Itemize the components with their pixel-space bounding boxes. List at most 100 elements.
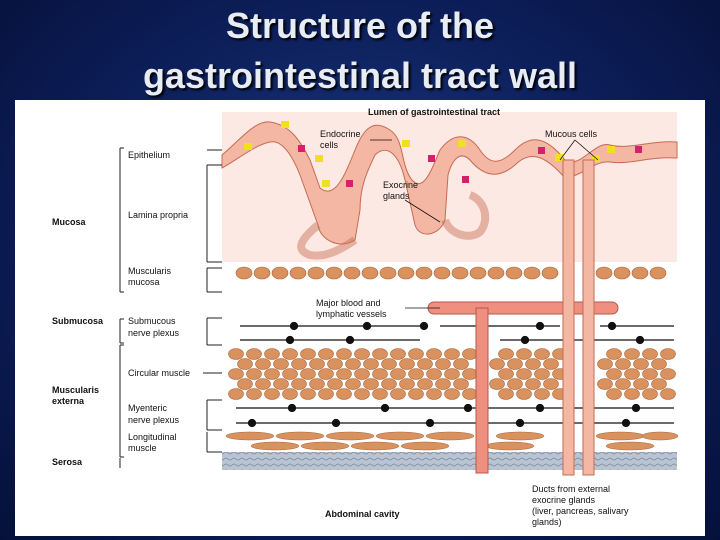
circular-muscle-cell (381, 358, 397, 370)
circular-muscle-cell (408, 348, 424, 360)
circular-muscle-cell (390, 388, 406, 400)
circular-muscle-cell (633, 378, 649, 390)
circular-muscle-cell (426, 388, 442, 400)
circular-muscle-cell (336, 368, 352, 380)
serosa-label: Serosa (52, 457, 83, 467)
circular-muscle-cell (516, 348, 532, 360)
circular-muscle-cell (408, 368, 424, 380)
circular-muscle-cell (426, 348, 442, 360)
lumen-label: Lumen of gastrointestinal tract (368, 107, 500, 117)
circular-muscle-cell (318, 388, 334, 400)
endocrine-cells (298, 145, 642, 187)
circular-muscle-cell (336, 388, 352, 400)
lamina-propria-label: Lamina propria (128, 210, 188, 220)
serosa-layer (222, 452, 677, 470)
circular-muscle-cell (354, 388, 370, 400)
circular-muscle-cell (525, 358, 541, 370)
circular-muscle-cell (300, 348, 316, 360)
circular-muscle-cell (264, 348, 280, 360)
circular-muscle-label: Circular muscle (128, 368, 190, 378)
circular-muscle-cell (444, 388, 460, 400)
circular-muscle-cell (615, 358, 631, 370)
muscularis-mucosa-label-2: mucosa (128, 277, 160, 287)
circular-muscle-cell (399, 358, 415, 370)
circular-muscle-cell (417, 378, 433, 390)
exocrine-gland-right (441, 191, 490, 240)
circular-muscle-cell (363, 358, 379, 370)
circular-muscle-cell (273, 358, 289, 370)
muscularis-mucosa-cells (235, 266, 667, 280)
circular-muscle-cell (246, 368, 262, 380)
myenteric-nerve-plexus (236, 403, 674, 428)
circular-muscle-cell (624, 348, 640, 360)
vessels-label-2: lymphatic vessels (316, 309, 387, 319)
circular-muscle-cell (444, 348, 460, 360)
circular-muscle-cell (642, 368, 658, 380)
circular-muscle-cell (354, 348, 370, 360)
abdominal-cavity-label: Abdominal cavity (325, 509, 400, 519)
ducts-label-3: (liver, pancreas, salivary (532, 506, 629, 516)
endocrine-cells-label-2: cells (320, 140, 339, 150)
circular-muscle-cell (372, 348, 388, 360)
circular-muscle-cell (435, 358, 451, 370)
circular-muscle-cell (255, 358, 271, 370)
circular-muscle-cell (606, 348, 622, 360)
circular-muscle-cell (606, 388, 622, 400)
circular-muscle-cell (264, 388, 280, 400)
circular-muscle-cell (354, 368, 370, 380)
circular-muscle-cell (606, 368, 622, 380)
ducts-label-4: glands) (532, 517, 562, 527)
circular-muscle-cell (642, 348, 658, 360)
circular-muscle-cell (318, 348, 334, 360)
circular-muscle-cell (381, 378, 397, 390)
circular-muscle-cell (453, 358, 469, 370)
circular-muscle-cell (660, 368, 676, 380)
vessels-label-1: Major blood and (316, 298, 381, 308)
longitudinal-muscle-label-1: Longitudinal (128, 432, 177, 442)
circular-muscle-cell (444, 368, 460, 380)
circular-muscle-cell (327, 358, 343, 370)
circular-muscle-layer (228, 348, 676, 400)
exocrine-glands-label-2: glands (383, 191, 410, 201)
circular-muscle-cell (498, 348, 514, 360)
endocrine-cells-label-1: Endocrine (320, 129, 361, 139)
submucous-plexus-label-2: nerve plexus (128, 328, 180, 338)
circular-muscle-cell (282, 368, 298, 380)
circular-muscle-cell (237, 358, 253, 370)
circular-muscle-cell (309, 378, 325, 390)
muscularis-externa-label-1: Muscularis (52, 385, 99, 395)
circular-muscle-cell (507, 358, 523, 370)
circular-muscle-cell (462, 348, 478, 360)
mucous-cells-label: Mucous cells (545, 129, 598, 139)
circular-muscle-cell (525, 378, 541, 390)
circular-muscle-cell (597, 358, 613, 370)
circular-muscle-cell (642, 388, 658, 400)
lamina-propria-region (222, 112, 677, 262)
muscularis-externa-label-2: externa (52, 396, 85, 406)
circular-muscle-cell (597, 378, 613, 390)
circular-muscle-cell (264, 368, 280, 380)
ducts-label-1: Ducts from external (532, 484, 610, 494)
circular-muscle-cell (426, 368, 442, 380)
circular-muscle-cell (228, 388, 244, 400)
muscularis-mucosa-label-1: Muscularis (128, 266, 172, 276)
circular-muscle-cell (336, 348, 352, 360)
exocrine-glands-label-1: Exocrine (383, 180, 418, 190)
myenteric-plexus-label-1: Myenteric (128, 403, 168, 413)
slide-title-line-1: Structure of the (225, 5, 494, 46)
circular-muscle-cell (435, 378, 451, 390)
circular-muscle-cell (624, 368, 640, 380)
circular-muscle-cell (660, 348, 676, 360)
circular-muscle-cell (615, 378, 631, 390)
longitudinal-muscle-label-2: muscle (128, 443, 157, 453)
circular-muscle-cell (624, 388, 640, 400)
circular-muscle-cell (534, 368, 550, 380)
circular-muscle-cell (291, 378, 307, 390)
submucous-plexus-label-1: Submucous (128, 316, 176, 326)
circular-muscle-cell (255, 378, 271, 390)
circular-muscle-cell (237, 378, 253, 390)
circular-muscle-cell (462, 388, 478, 400)
epithelium-layer (221, 121, 678, 245)
circular-muscle-cell (390, 368, 406, 380)
